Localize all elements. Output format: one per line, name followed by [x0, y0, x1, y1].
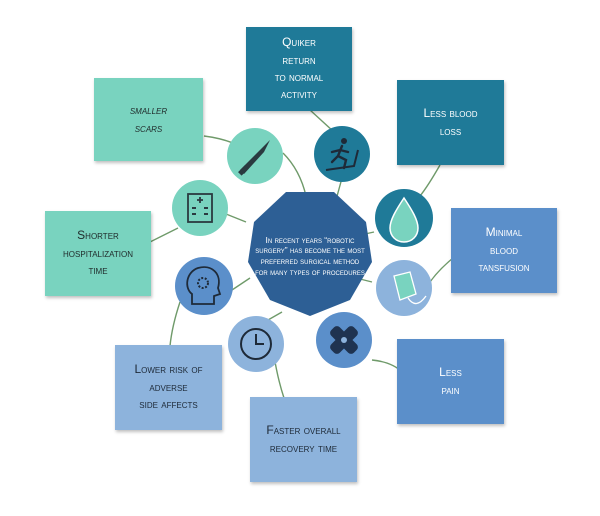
blood-bag-icon — [376, 260, 432, 316]
scars-line-1: smaller — [129, 103, 168, 118]
benefit-less-blood-loss: Less blood loss — [397, 80, 504, 165]
recovery-line-1: Faster overall — [266, 423, 341, 438]
benefit-quicker-return: Quiker return to normal activity — [246, 27, 352, 111]
quicker-line-1: Quiker — [282, 35, 316, 50]
shorter-line-1: Shorter — [77, 228, 119, 243]
center-statement: In recent years “robotic surgery” has be… — [255, 234, 365, 277]
blood-loss-line-1: Less blood — [423, 106, 478, 121]
quicker-line-4: activity — [280, 87, 317, 102]
connector-blood-loss — [419, 164, 441, 197]
transfusion-line-3: tansfusion — [478, 260, 530, 275]
center-octagon — [248, 192, 372, 316]
scars-line-2: scars — [134, 120, 163, 135]
treadmill-runner-icon — [314, 126, 370, 182]
benefit-shorter-stay: Shorter hospitalization time — [45, 211, 151, 296]
shorter-line-3: time — [88, 263, 108, 278]
connector-quicker — [309, 109, 335, 133]
benefit-less-pain: Less pain — [397, 339, 504, 424]
risk-line-3: side affects — [139, 397, 198, 412]
pain-line-1: Less — [439, 365, 462, 380]
recovery-line-2: recovery time — [269, 440, 338, 455]
scalpel-icon — [227, 128, 283, 184]
quicker-line-3: to normal — [274, 70, 324, 84]
quicker-line-2: return — [282, 52, 316, 67]
benefit-lower-risk: Lower risk of adverse side affects — [115, 345, 222, 430]
benefit-minimal-transfusion: Minimal blood tansfusion — [451, 208, 557, 293]
connector-risk — [169, 301, 181, 347]
bandage-icon — [316, 312, 372, 368]
connector-shorter — [149, 227, 179, 243]
benefit-smaller-scars: smaller scars — [94, 78, 203, 161]
connector-brain-center — [231, 277, 251, 291]
pain-line-2: pain — [441, 382, 460, 397]
blood-loss-line-2: loss — [439, 123, 462, 138]
connector-clock-center — [267, 311, 283, 321]
connector-hospital-center — [225, 213, 247, 223]
transfusion-line-1: Minimal — [485, 225, 523, 240]
brain-gear-icon — [175, 257, 233, 315]
hospital-icon — [172, 180, 228, 236]
transfusion-line-2: blood — [489, 242, 518, 257]
risk-line-1: Lower risk of — [134, 362, 203, 377]
connector-scalpel-center — [282, 152, 307, 197]
clock-icon — [228, 316, 284, 372]
risk-line-2: adverse — [149, 379, 188, 394]
shorter-line-2: hospitalization — [63, 245, 133, 260]
benefit-faster-recovery: Faster overall recovery time — [250, 397, 357, 482]
blood-drop-icon — [375, 189, 433, 247]
